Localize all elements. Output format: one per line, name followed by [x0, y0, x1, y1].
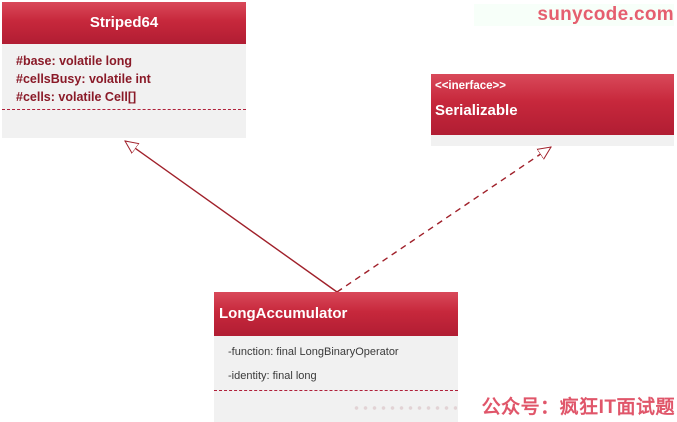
watermark-dots — [352, 404, 457, 412]
brand-watermark-top: sunycode.com — [474, 4, 674, 26]
realization-line — [336, 147, 551, 293]
attribute-separator — [2, 109, 246, 110]
class-attributes-striped64: #base: volatile long #cellsBusy: volatil… — [2, 44, 246, 106]
class-box-serializable[interactable]: <<inerface>> Serializable — [431, 74, 674, 146]
class-header-striped64: Striped64 — [2, 2, 246, 44]
class-name-longaccumulator: LongAccumulator — [219, 305, 348, 322]
attribute-separator — [214, 390, 458, 391]
attribute-cells: #cells: volatile Cell[] — [16, 90, 137, 104]
watermark-bottom: 公众号：疯狂IT面试题 — [352, 395, 677, 421]
generalization-line — [125, 141, 338, 293]
attribute-identity: -identity: final long — [228, 370, 317, 382]
attribute-cellsbusy: #cellsBusy: volatile int — [16, 72, 151, 86]
stereotype-label: <<inerface>> — [435, 80, 506, 92]
class-name-striped64: Striped64 — [89, 14, 159, 31]
class-box-striped64[interactable]: Striped64 #base: volatile long #cellsBus… — [2, 2, 246, 138]
class-box-longaccumulator[interactable]: LongAccumulator -function: final LongBin… — [214, 292, 458, 422]
attribute-base: #base: volatile long — [16, 54, 133, 68]
class-header-longaccumulator: LongAccumulator — [214, 292, 458, 336]
class-name-serializable: Serializable — [435, 102, 518, 119]
attribute-function: -function: final LongBinaryOperator — [228, 346, 399, 358]
brand-site-name: sunycode.com — [537, 4, 674, 25]
class-header-serializable: <<inerface>> Serializable — [431, 74, 674, 135]
watermark-text: 公众号：疯狂IT面试题 — [481, 397, 675, 418]
